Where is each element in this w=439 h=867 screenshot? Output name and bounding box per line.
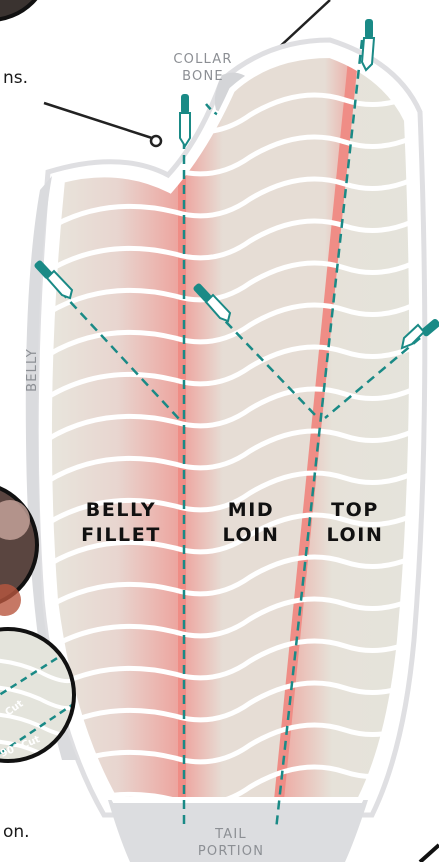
flake-line	[48, 623, 413, 699]
flake-line	[48, 245, 413, 321]
cut-line-diagonal	[274, 39, 364, 831]
svg-text:BELLY: BELLY	[86, 499, 156, 521]
flake-line	[48, 287, 413, 363]
flake-line	[48, 455, 413, 531]
leader-line-left	[43, 101, 153, 140]
cut-line-mid	[204, 299, 319, 419]
svg-text:TOP: TOP	[331, 499, 379, 521]
cut-lines	[49, 39, 421, 831]
svg-text:FILLET: FILLET	[81, 524, 161, 546]
flake-line	[48, 203, 413, 279]
flake-line	[48, 161, 413, 237]
flake-line	[48, 413, 413, 489]
knife-icon-mid	[193, 283, 232, 323]
svg-text:PORTION: PORTION	[198, 844, 264, 859]
knife-icon-belly	[34, 260, 74, 300]
flake-line	[48, 665, 413, 741]
collar-bone-label: COLLAR BONE	[173, 52, 232, 84]
flake-line	[48, 329, 413, 405]
flake-line	[48, 707, 413, 783]
svg-text:LOIN: LOIN	[327, 524, 384, 546]
belly-fillet-label: BELLY FILLET	[81, 499, 161, 546]
photo-circle-mid	[0, 486, 39, 616]
knife-icons	[34, 19, 439, 350]
cut-line-top	[324, 337, 421, 419]
flake-line	[48, 497, 413, 573]
flake-line	[48, 581, 413, 657]
mid-loin-label: MID LOIN	[223, 499, 280, 546]
tail-portion-label: TAIL PORTION	[198, 827, 264, 859]
fillet-body	[48, 55, 413, 800]
svg-text:MID: MID	[228, 499, 275, 521]
tail-portion-shape	[108, 800, 368, 862]
text-fragment-bottom: on.	[3, 822, 30, 842]
svg-text:TAIL: TAIL	[214, 827, 247, 842]
cut-line-belly	[49, 279, 181, 421]
knife-icon-diagonal	[360, 19, 376, 72]
top-photo-circle	[0, 0, 38, 22]
text-fragment-top: ns.	[3, 68, 28, 88]
leader-dot-left	[149, 134, 163, 148]
knife-icon-top	[400, 318, 439, 350]
svg-text:BONE: BONE	[182, 69, 224, 84]
svg-text:LOIN: LOIN	[223, 524, 280, 546]
flake-line	[48, 539, 413, 615]
belly-label: BELLY	[25, 348, 40, 392]
flake-line	[48, 371, 413, 447]
top-loin-label: TOP LOIN	[327, 499, 384, 546]
knife-icon-vertical	[179, 94, 191, 148]
svg-text:COLLAR: COLLAR	[173, 52, 232, 67]
